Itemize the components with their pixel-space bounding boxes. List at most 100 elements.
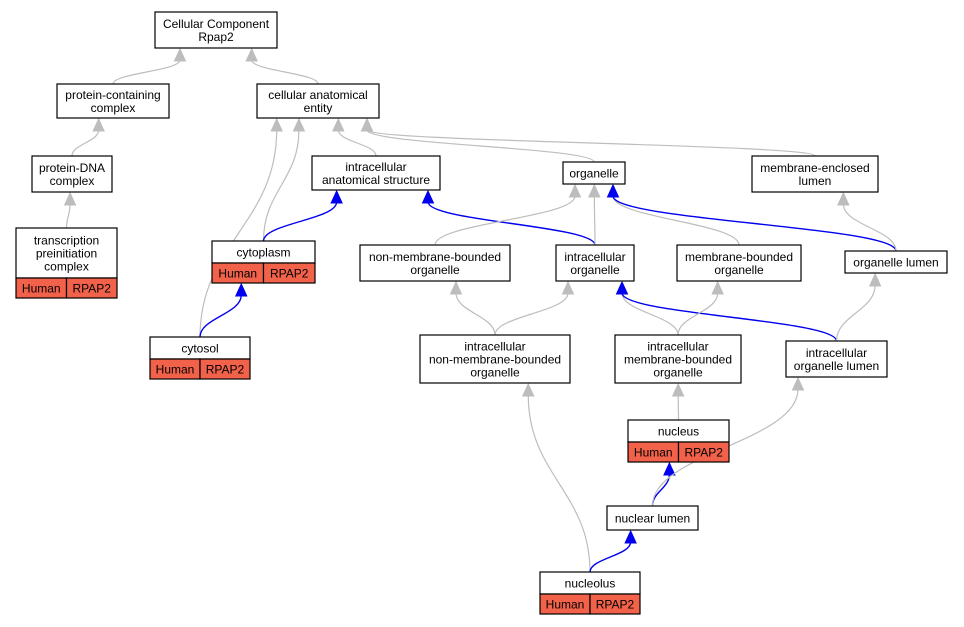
edge-intracellular-organelle-lumen-to-organelle-lumen — [835, 272, 882, 342]
edge-non-membrane-bounded-organelle-to-organelle — [434, 183, 582, 246]
edge-arrowhead — [615, 280, 629, 295]
badge-organism: Human — [22, 282, 61, 296]
edge-nuclear-lumen-to-nucleus — [651, 461, 676, 507]
node-label-line: protein-DNA — [39, 161, 105, 175]
badge-gene-cell — [262, 262, 316, 284]
node-box — [154, 11, 278, 49]
badge-gene-cell — [199, 358, 251, 380]
edge-intracellular-non-membrane-bounded-organelle-to-non-membrane-bounded-organelle — [449, 280, 496, 336]
badge-gene-cell — [677, 441, 730, 463]
node-label-line: Cellular Component — [163, 17, 270, 31]
node-label-line: intracellular — [647, 340, 708, 354]
edge-arrowhead — [234, 282, 248, 297]
node-box — [844, 250, 948, 274]
node-organelle-lumen[interactable]: organelle lumen — [844, 250, 948, 274]
edge-membrane-bounded-organelle-to-organelle — [606, 183, 740, 246]
badge-organism: Human — [634, 446, 673, 460]
edge-arrowhead — [421, 189, 435, 204]
node-label-line: cytoplasm — [236, 246, 290, 260]
node-box — [359, 244, 511, 282]
badge-gene: RPAP2 — [596, 598, 635, 612]
node-intracellular-non-membrane-bounded-organelle[interactable]: intracellularnon-membrane-boundedorganel… — [419, 334, 571, 384]
edge-arrowhead — [521, 382, 535, 397]
node-label-line: entity — [304, 101, 333, 115]
annotation-badge: Human RPAP2 — [627, 441, 730, 463]
edge-arrowhead — [606, 183, 620, 198]
edge-arrowhead — [292, 117, 306, 132]
edge-arrowhead — [449, 280, 463, 295]
node-organelle[interactable]: organelle — [562, 161, 626, 185]
node-label-line: organelle — [714, 263, 764, 277]
annotation-badge: Human RPAP2 — [15, 277, 118, 299]
node-label-line: cellular anatomical — [268, 88, 367, 102]
node-label-line: membrane-bounded — [624, 353, 732, 367]
node-label-line: complex — [50, 174, 95, 188]
node-label-line: organelle — [569, 167, 619, 181]
node-box — [555, 244, 635, 282]
node-label-line: organelle lumen — [794, 359, 879, 373]
edge-intracellular-organelle-lumen-to-intracellular-organelle — [615, 280, 838, 342]
badge-organism: Human — [546, 598, 585, 612]
node-label-line: intracellular — [464, 340, 525, 354]
edge-intracellular-organelle-to-organelle — [588, 183, 601, 246]
edge-arrowhead — [671, 382, 685, 397]
edge-arrowhead — [663, 461, 676, 476]
node-label-line: organelle lumen — [853, 256, 938, 270]
edge-arrowhead — [561, 280, 575, 295]
node-label-line: Rpap2 — [198, 30, 234, 44]
badge-gene: RPAP2 — [73, 282, 112, 296]
edge-intracellular-membrane-bounded-organelle-to-membrane-bounded-organelle — [677, 280, 724, 336]
node-box — [311, 155, 441, 191]
edge-protein-dna-complex-to-protein-containing-complex — [71, 117, 105, 157]
edge-arrowhead — [360, 117, 374, 132]
node-label-line: anatomical structure — [322, 173, 430, 187]
edge-membrane-enclosed-lumen-to-cellular-anatomical-entity — [360, 117, 816, 157]
node-label-line: organelle — [653, 366, 703, 380]
edge-cytoplasm-to-intracellular-anatomical-structure — [262, 189, 343, 242]
node-nuclear-lumen[interactable]: nuclear lumen — [606, 505, 699, 531]
node-label-line: complex — [91, 101, 136, 115]
edge-cellular-anatomical-entity-to-root — [245, 47, 319, 85]
edge-transcription-preinitiation-complex-to-protein-dna-complex — [63, 191, 77, 229]
edge-arrowhead — [92, 117, 105, 132]
edge-cytosol-to-cellular-anatomical-entity — [199, 117, 283, 338]
node-label-line: intracellular — [345, 160, 406, 174]
badge-gene-cell — [65, 277, 118, 299]
edge-nucleus-to-intracellular-membrane-bounded-organelle — [671, 382, 685, 421]
badge-gene: RPAP2 — [685, 446, 724, 460]
node-label-line: organelle — [570, 263, 620, 277]
edge-cytoplasm-to-cellular-anatomical-entity — [262, 117, 306, 242]
edge-organelle-lumen-to-organelle — [606, 183, 897, 252]
edge-arrowhead — [624, 529, 637, 544]
node-label-line: nucleolus — [565, 577, 616, 591]
node-label-line: non-membrane-bounded — [369, 250, 501, 264]
node-box — [614, 334, 742, 384]
node-box — [676, 244, 802, 282]
edge-arrowhead — [868, 272, 882, 287]
badge-gene: RPAP2 — [270, 267, 309, 281]
node-box — [56, 83, 170, 119]
annotation-badge: Human RPAP2 — [539, 593, 641, 615]
edges-layer — [63, 47, 897, 573]
node-box — [785, 340, 888, 378]
node-label-line: intracellular — [564, 250, 625, 264]
node-box — [15, 227, 118, 279]
